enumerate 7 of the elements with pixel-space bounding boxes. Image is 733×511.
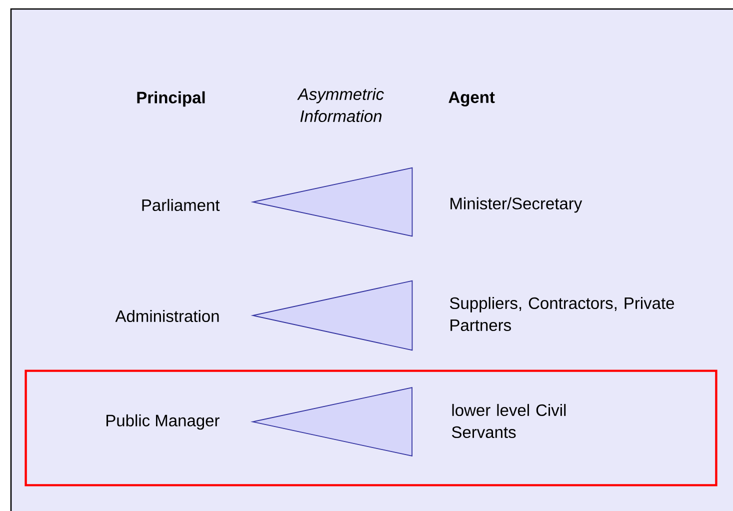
highlight-frame bbox=[24, 370, 718, 486]
label: Minister/Secretary bbox=[450, 197, 582, 213]
label: Suppliers, Contractors, Private Partners bbox=[450, 296, 674, 332]
column-heading: Agent bbox=[448, 92, 495, 106]
column-heading: Principal bbox=[137, 91, 205, 107]
label: Parliament bbox=[142, 198, 220, 212]
label: lower level Civil Servants bbox=[452, 404, 566, 438]
